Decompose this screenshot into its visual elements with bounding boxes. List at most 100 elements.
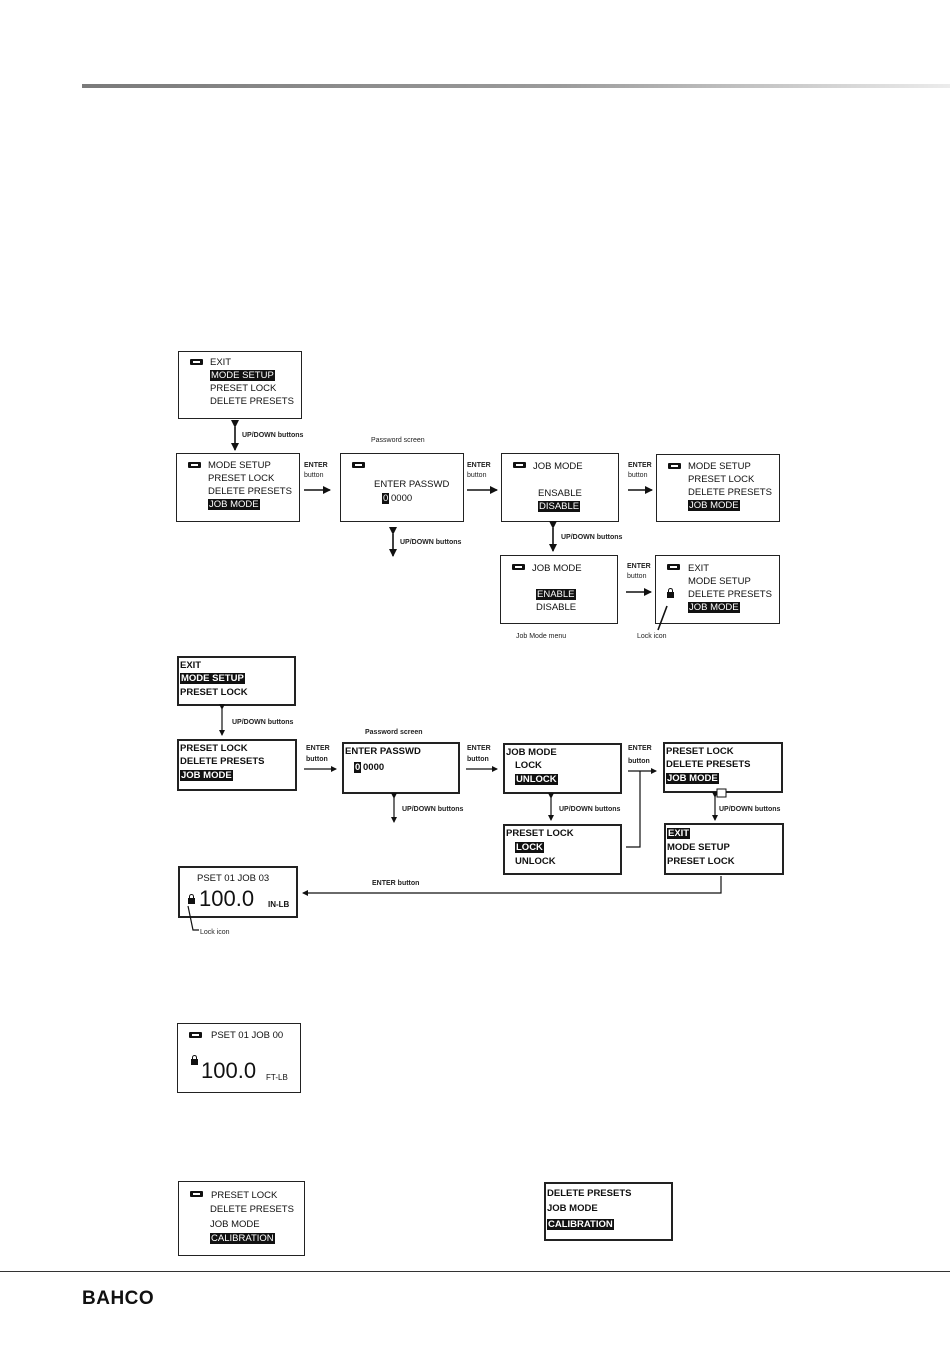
battery-icon (668, 463, 681, 469)
battery-icon (188, 462, 201, 468)
updown-label: UP/DOWN buttons (232, 719, 294, 726)
password-prompt: ENTER PASSWD (374, 479, 450, 490)
menu-item: JOB MODE (547, 1203, 598, 1214)
menu-item-selected: JOB MODE (688, 500, 740, 511)
header-rule (82, 84, 950, 88)
button-label: button (306, 756, 328, 763)
menu-item: PRESET LOCK (211, 1190, 278, 1201)
option: UNLOCK (515, 856, 556, 867)
menu-item: DELETE PRESETS (180, 756, 265, 767)
button-label: button (628, 472, 648, 479)
enter-label: ENTER (467, 745, 491, 752)
lcd-run-screen: PSET 01 JOB 03 100.0 IN-LB (178, 866, 298, 918)
battery-icon (352, 462, 365, 468)
torque-value: 100.0 (199, 886, 255, 911)
enter-label: ENTER (467, 462, 491, 469)
menu-item: MODE SETUP (667, 842, 730, 853)
option-selected: DISABLE (538, 501, 581, 512)
torque-unit: IN-LB (268, 900, 290, 909)
menu-item: EXIT (210, 357, 232, 368)
button-label: button (304, 472, 324, 479)
password-caption: Password screen (365, 729, 423, 736)
lock-icon-caption: Lock icon (637, 633, 667, 640)
lcd-result-b: EXIT MODE SETUP PRESET LOCK (664, 823, 784, 875)
lock-icon (188, 894, 195, 904)
password-caption: Password screen (371, 437, 425, 444)
menu-item: MODE SETUP (688, 461, 751, 472)
button-label: button (627, 573, 647, 580)
menu-item: DELETE PRESETS (688, 487, 772, 498)
option: DISABLE (536, 602, 577, 613)
menu-item-selected: JOB MODE (688, 602, 740, 613)
password-digits: 0000 (391, 493, 413, 504)
password-digits: 0000 (363, 762, 385, 773)
enter-button-label: ENTER button (372, 880, 420, 887)
menu-item: DELETE PRESETS (666, 759, 751, 770)
updown-label: UP/DOWN buttons (400, 539, 462, 546)
menu-item: PRESET LOCK (666, 746, 734, 757)
job-mode-menu-caption: Job Mode menu (516, 633, 567, 640)
updown-label: UP/DOWN buttons (242, 432, 304, 439)
battery-icon (190, 1191, 203, 1197)
lcd-menu-top: EXIT MODE SETUP PRESET LOCK (177, 656, 296, 706)
screen-title: JOB MODE (533, 461, 583, 472)
menu-item: MODE SETUP (208, 460, 271, 471)
battery-icon (513, 462, 526, 468)
option-selected: ENABLE (536, 589, 576, 600)
menu-item: PRESET LOCK (208, 473, 275, 484)
lock-icon (191, 1055, 198, 1065)
menu-item-selected: MODE SETUP (210, 370, 275, 381)
lcd-preset-lock: PRESET LOCK LOCK UNLOCK (503, 824, 622, 875)
enter-label: ENTER (628, 462, 652, 469)
lcd-job-mode-disable: JOB MODE ENSABLE DISABLE (501, 453, 619, 522)
lcd-password: ENTER PASSWD 0 0000 (342, 742, 460, 794)
button-label: button (628, 758, 650, 765)
run-header: PSET 01 JOB 03 (197, 873, 270, 884)
menu-item: EXIT (688, 563, 710, 574)
menu-item: DELETE PRESETS (688, 589, 772, 600)
menu-item: PRESET LOCK (180, 743, 248, 754)
lcd-menu-result: MODE SETUP PRESET LOCK DELETE PRESETS JO… (656, 454, 780, 522)
option: ENSABLE (538, 488, 582, 499)
password-digit-cursor: 0 (382, 493, 390, 504)
updown-label: UP/DOWN buttons (402, 806, 464, 813)
enter-label: ENTER (627, 563, 651, 570)
menu-item: PRESET LOCK (180, 687, 248, 698)
bahco-logo: BAHCO (82, 1288, 155, 1309)
updown-label: UP/DOWN buttons (561, 534, 623, 541)
password-digit-cursor: 0 (354, 762, 362, 773)
menu-item: PRESET LOCK (667, 856, 735, 867)
lcd-run-screen-standalone: PSET 01 JOB 00 100.0 FT-LB (177, 1023, 301, 1093)
menu-item: JOB MODE (210, 1219, 260, 1230)
lcd-menu-mid: PRESET LOCK DELETE PRESETS JOB MODE (177, 739, 297, 791)
battery-icon (512, 564, 525, 570)
menu-item-selected: CALIBRATION (210, 1233, 275, 1244)
menu-item-selected: CALIBRATION (547, 1219, 614, 1230)
lcd-menu-locked: EXIT MODE SETUP DELETE PRESETS JOB MODE (655, 555, 780, 624)
password-prompt: ENTER PASSWD (345, 746, 421, 757)
lcd-menu-mid: MODE SETUP PRESET LOCK DELETE PRESETS JO… (176, 453, 300, 522)
battery-icon (189, 1032, 202, 1038)
lock-icon (667, 588, 674, 598)
screen-title: JOB MODE (506, 747, 557, 758)
button-label: button (467, 756, 489, 763)
run-header: PSET 01 JOB 00 (211, 1030, 284, 1041)
menu-item: DELETE PRESETS (210, 396, 294, 407)
lcd-job-mode: JOB MODE LOCK UNLOCK (503, 743, 622, 794)
menu-item: PRESET LOCK (688, 474, 755, 485)
enter-label: ENTER (304, 462, 328, 469)
screen-title: PRESET LOCK (506, 828, 574, 839)
option: LOCK (515, 760, 542, 771)
menu-item-selected: JOB MODE (180, 770, 233, 781)
menu-item-selected: EXIT (667, 828, 691, 839)
lock-icon-caption: Lock icon (200, 929, 230, 936)
menu-item: DELETE PRESETS (210, 1204, 294, 1215)
menu-item: DELETE PRESETS (208, 486, 292, 497)
battery-icon (667, 564, 680, 570)
menu-item: DELETE PRESETS (547, 1188, 632, 1199)
battery-icon (190, 359, 203, 365)
lcd-password: ENTER PASSWD 0 0000 (340, 453, 464, 522)
menu-item-selected: JOB MODE (208, 499, 260, 510)
menu-item: MODE SETUP (688, 576, 751, 587)
lcd-job-mode-enable: JOB MODE ENABLE DISABLE (500, 555, 618, 624)
